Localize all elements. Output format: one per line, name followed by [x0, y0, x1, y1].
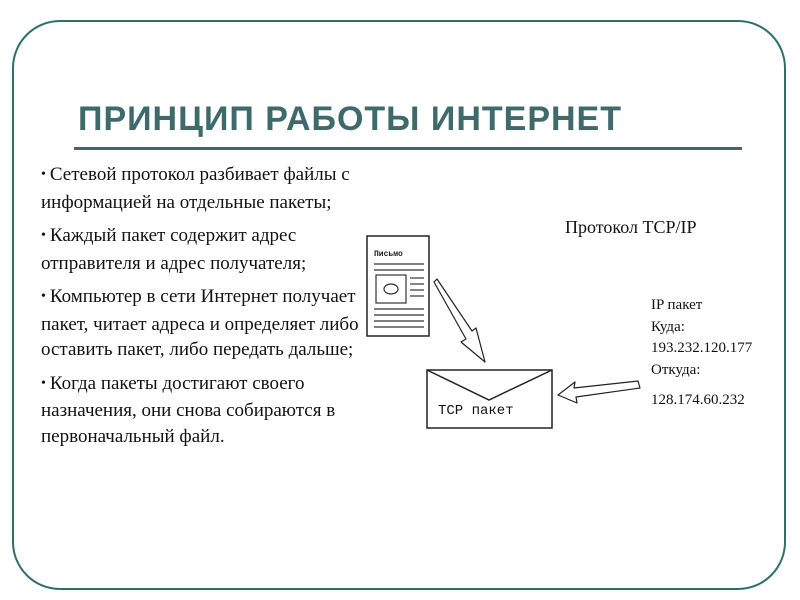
to-label: Куда: [651, 318, 685, 335]
bullet-dot: • [41, 375, 46, 391]
ip-packet-info: IP пакет Куда: 193.232.120.177 Откуда: 1… [651, 295, 752, 412]
arrow-to-envelope-icon [433, 278, 486, 363]
bullet-item: •Когда пакеты достигают своего назначени… [41, 371, 359, 450]
bullet-text: Сетевой протокол разбивает файлы с инфор… [41, 164, 350, 213]
bullet-item: •Каждый пакет содержит адрес отправителя… [41, 223, 359, 276]
tcp-envelope-icon: TCP пакет [426, 369, 553, 429]
bullet-list: •Сетевой протокол разбивает файлы с инфо… [41, 162, 359, 457]
bullet-text: Когда пакеты достигают своего назначения… [41, 372, 336, 447]
bullet-text: Каждый пакет содержит адрес отправителя … [41, 225, 307, 274]
bullet-item: •Сетевой протокол разбивает файлы с инфо… [41, 162, 359, 215]
letter-document-icon: Письмо [366, 235, 430, 337]
ip-packet-label: IP пакет [651, 297, 703, 313]
title-underline [74, 147, 742, 150]
to-address: 193.232.120.177 [651, 340, 753, 356]
protocol-label: Протокол TCP/IP [565, 217, 697, 237]
from-address: 128.174.60.232 [651, 392, 745, 408]
ip-info-spacer [651, 381, 752, 390]
from-label: Откуда: [651, 361, 701, 378]
envelope-label: TCP пакет [438, 403, 514, 419]
bullet-dot: • [41, 167, 46, 182]
tcp-ip-diagram: Письмо TCP пакет [366, 235, 641, 429]
bullet-dot: • [41, 289, 46, 304]
arrow-from-ip-icon [557, 380, 641, 404]
letter-label: Письмо [374, 250, 403, 259]
bullet-dot: • [41, 228, 46, 243]
bullet-item: •Компьютер в сети Интернет получает паке… [41, 284, 359, 363]
bullet-text: Компьютер в сети Интернет получает пакет… [41, 286, 359, 360]
slide-frame [12, 20, 786, 590]
slide-title: ПРИНЦИП РАБОТЫ ИНТЕРНЕТ [78, 100, 623, 138]
